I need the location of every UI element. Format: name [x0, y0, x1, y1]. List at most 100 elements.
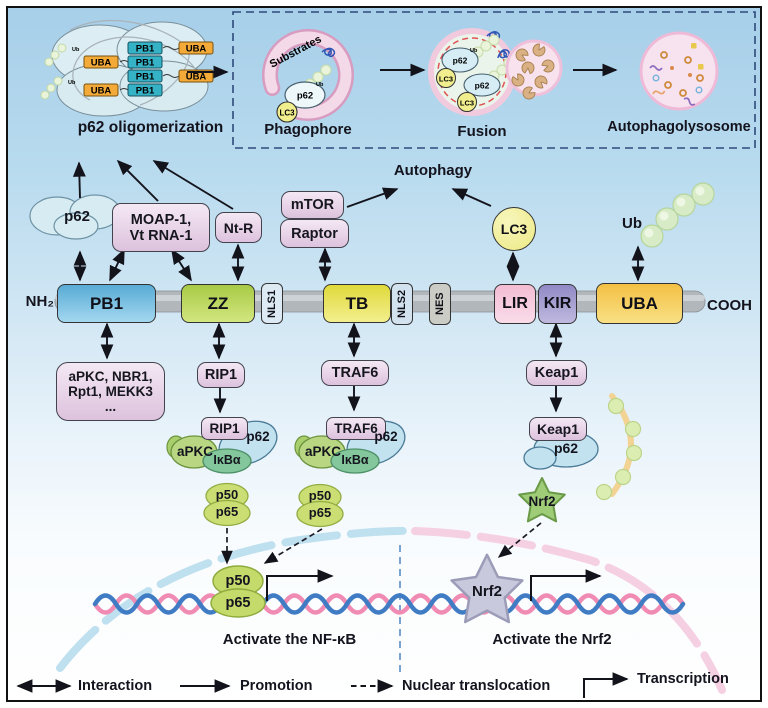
activate-nrf2-label: Activate the Nrf2	[492, 631, 612, 648]
dna-double-helix	[92, 593, 686, 615]
nuclear-envelope-left	[56, 526, 419, 672]
domain-nls2: NLS2	[391, 283, 413, 325]
rpt1-mekk3-label: Rpt1, MEKK3	[68, 384, 153, 399]
apkc-nbr1-label: aPKC, NBR1,	[68, 369, 153, 384]
uba-oligomer-label: UBA	[186, 44, 207, 55]
ub-tiny-label: Ub	[68, 80, 76, 86]
domain-lir: LIR	[494, 284, 536, 324]
p62-oligomer-illustration: Ub Ub PB1 PB1 PB1 PB1	[40, 19, 214, 117]
p50-p65-on-dna	[210, 565, 266, 618]
domain-tb: TB	[323, 284, 391, 323]
lysosome-illustration	[505, 39, 563, 102]
keap1-in-complex: Keap1	[529, 417, 587, 441]
domain-nls1: NLS1	[261, 283, 283, 324]
keap1-box: Keap1	[526, 360, 587, 386]
ub-tiny-label: Ub	[316, 82, 324, 88]
p50-p65-dimer-left	[203, 482, 251, 527]
apkc-in-complex: aPKC	[304, 444, 341, 459]
membrane-lc3-beads	[595, 397, 643, 501]
pb1-oligomer-label: PB1	[136, 72, 155, 83]
promotion-arrows	[72, 63, 618, 414]
p62-cargo-label: p62	[475, 81, 490, 91]
ikba-in-complex: IκBα	[213, 453, 241, 467]
phagophore-label: Phagophore	[264, 121, 352, 138]
autophagolysosome-label: Autophagolysosome	[607, 119, 751, 135]
ub-tiny-label: Ub	[72, 47, 80, 53]
raptor-box: Raptor	[280, 219, 349, 248]
traf6-in-complex: TRAF6	[326, 417, 386, 440]
apkc-nbr1-rpt1-mekk3-box: aPKC, NBR1, Rpt1, MEKK3 ...	[56, 362, 165, 421]
p50-p65-dimer-right	[296, 483, 344, 528]
legend-transcription-label: Transcription	[637, 671, 729, 687]
autophagy-panel-dashed-box	[232, 11, 756, 149]
nrf2-green-label: Nrf2	[528, 494, 556, 509]
p62-interactor-blob	[29, 194, 121, 240]
p65-label: p65	[215, 504, 239, 519]
pb1-oligomer-label: PB1	[136, 86, 155, 97]
pb1-oligomer-label: PB1	[136, 44, 155, 55]
moap1-vtrna1-box: MOAP-1, Vt RNA-1	[112, 203, 210, 252]
cooh-terminus-label: COOH	[707, 297, 752, 314]
ub-chain-interactor	[640, 182, 715, 248]
autophagy-label: Autophagy	[393, 162, 473, 179]
uba-oligomer-label: UBA	[91, 58, 112, 69]
ikba-in-complex: IκBα	[341, 453, 369, 467]
legend-arrow-samples	[16, 672, 629, 698]
phagophore-illustration: Substrates Ub p62 LC3	[262, 29, 354, 123]
p65-label: p65	[308, 505, 332, 520]
oligomerization-title: p62 oligomerization	[77, 119, 224, 136]
traf6-p62-apkc-ikba-complex	[294, 420, 406, 474]
domain-kir: KIR	[538, 284, 577, 324]
legend-transcription-arrow	[583, 672, 629, 698]
p50-on-dna-label: p50	[225, 573, 251, 589]
mtor-box: mTOR	[281, 191, 344, 219]
legend-interaction-label: Interaction	[78, 678, 153, 694]
nrf2-on-dna-label: Nrf2	[471, 583, 502, 600]
p62-cargo-label: p62	[297, 91, 313, 102]
lc3-interactor-circle: LC3	[492, 207, 536, 251]
nh2-terminus-label: NH₂	[25, 293, 54, 310]
nuclear-translocation-arrows	[221, 522, 542, 565]
vtrna1-label: Vt RNA-1	[129, 227, 193, 244]
p62-in-complex: p62	[246, 429, 270, 444]
fusion-illustration: Ub p62 LC3 p62 LC3	[428, 28, 563, 116]
p62-in-complex: p62	[553, 440, 579, 456]
p50-label: p50	[308, 488, 332, 503]
domain-nes: NES	[429, 283, 451, 325]
domain-uba: UBA	[596, 283, 683, 324]
ub-interactor-label: Ub	[622, 215, 642, 232]
transcription-arrows	[266, 569, 602, 601]
domain-zz: ZZ	[181, 284, 255, 323]
p62-interactor-label: p62	[64, 208, 90, 225]
p62-cargo-label: p62	[453, 56, 468, 66]
fusion-label: Fusion	[457, 123, 507, 140]
p62-in-complex: p62	[374, 429, 398, 444]
oligomer-uba-boxes: UBA UBA UBA UBA	[83, 41, 214, 97]
activate-nfkb-label: Activate the NF-κB	[222, 631, 357, 648]
domain-pb1: PB1	[57, 284, 156, 323]
uba-oligomer-label: UBA	[91, 86, 112, 97]
moap1-label: MOAP-1,	[130, 211, 192, 228]
uba-oligomer-label: UBA	[186, 72, 207, 83]
lc3-label: LC3	[279, 109, 295, 118]
apkc-in-complex: aPKC	[176, 444, 213, 459]
rip1-box: RIP1	[197, 362, 245, 388]
legend-translocation-label: Nuclear translocation	[402, 678, 551, 694]
p50-label: p50	[215, 487, 239, 502]
autophagolysosome-illustration	[639, 31, 719, 111]
oligomer-pb1-boxes: PB1 PB1 PB1 PB1	[127, 41, 163, 97]
ntr-box: Nt-R	[215, 212, 262, 243]
p65-on-dna-label: p65	[225, 595, 251, 611]
nuclear-envelope-right	[411, 527, 726, 694]
lc3-label: LC3	[460, 99, 474, 108]
ub-tiny-label: Ub	[470, 48, 478, 54]
ub-bead-chain	[40, 43, 67, 100]
rip1-in-complex: RIP1	[201, 417, 248, 440]
unfolded-chain-squiggle	[72, 36, 201, 101]
lc3-label: LC3	[439, 75, 453, 84]
pb1-oligomer-label: PB1	[136, 58, 155, 69]
traf6-box: TRAF6	[321, 360, 389, 386]
interaction-arrows	[73, 243, 645, 360]
